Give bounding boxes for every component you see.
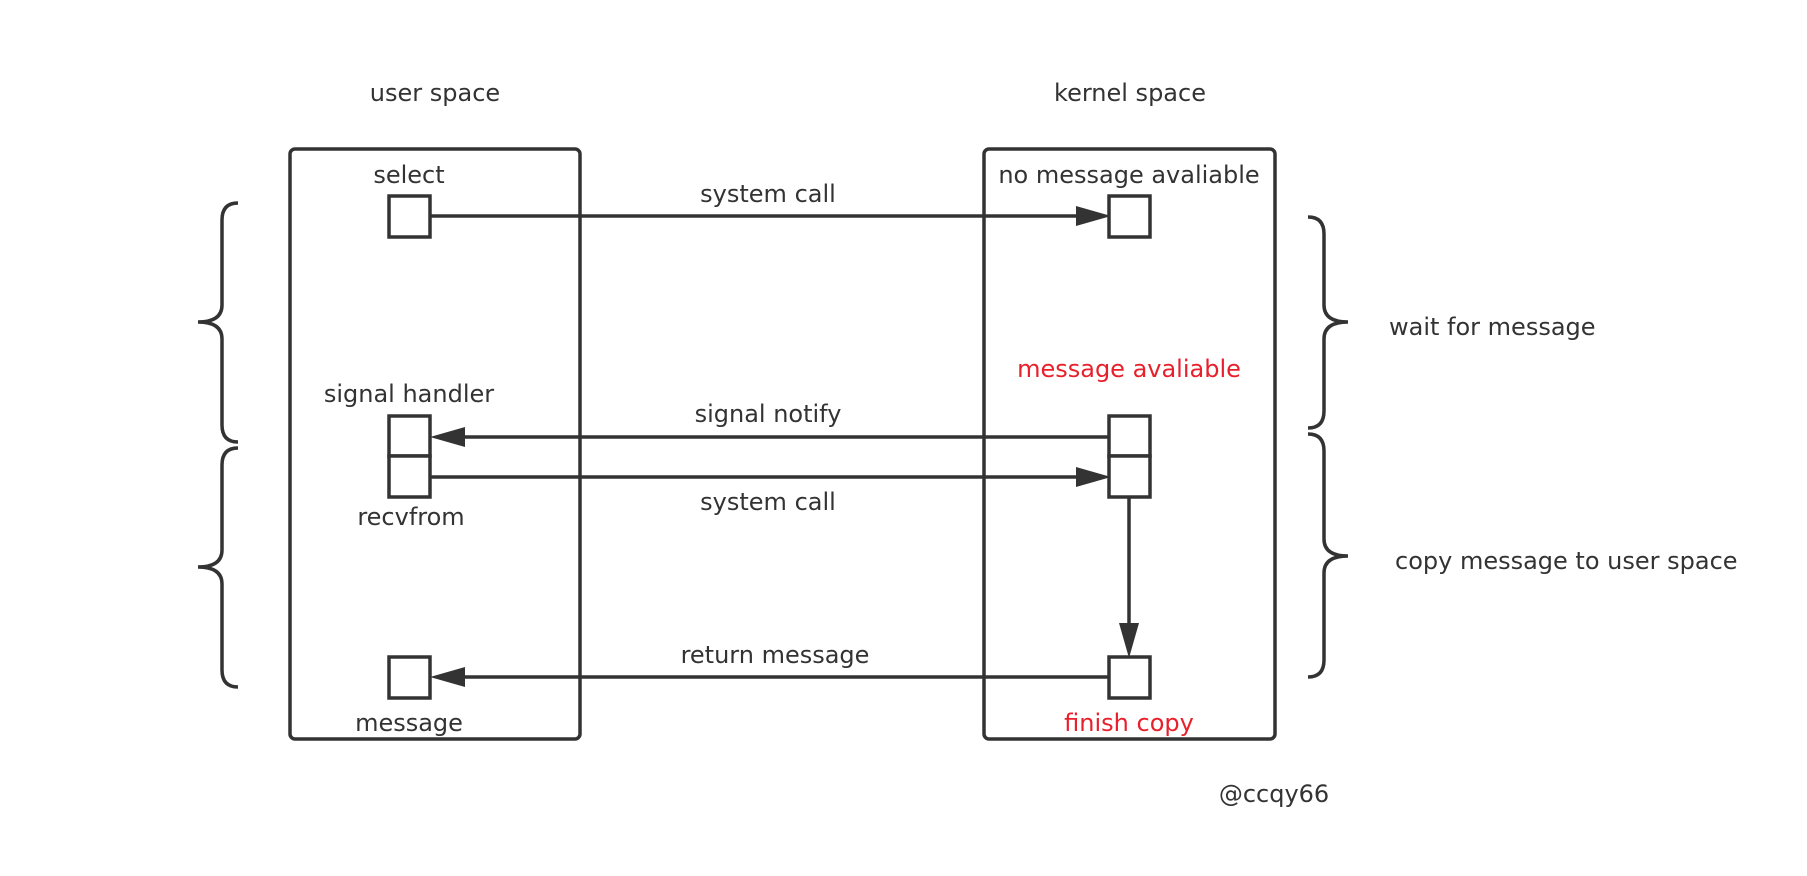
select-label: select [373,161,444,189]
signal-handler-label: signal handler [324,380,494,408]
kernel-space-title: kernel space [1054,79,1206,107]
user-space-frame [288,147,582,741]
finish-copy-label: finish copy [1064,709,1194,737]
signal-notify-label: signal notify [695,400,842,428]
return-message-label: return message [681,641,870,669]
recvfrom-label: recvfrom [357,503,464,531]
recvfrom-box [387,454,432,499]
no-message-box [1107,194,1152,239]
no-message-label: no message avaliable [998,161,1259,189]
finish-copy-box [1107,655,1152,700]
user-space-title: user space [370,79,500,107]
signal-notify-arrowhead [430,427,465,447]
signal-handler-box [387,414,432,458]
system-call-label-1: system call [700,180,836,208]
left-brace-wait [197,201,239,444]
right-brace-copy [1307,432,1349,679]
kernel-space-frame [982,147,1277,741]
copy-phase-label: copy message to user space [1395,547,1738,575]
message-available-box [1107,414,1152,458]
system-call-arrowhead-2 [1076,467,1111,487]
left-brace-copy [197,446,239,689]
copy-start-box [1107,454,1152,499]
return-message-arrowhead [430,667,465,687]
message-available-label: message avaliable [1017,355,1241,383]
right-brace-wait [1307,215,1349,430]
copy-arrowhead [1119,623,1139,658]
system-call-label-2: system call [700,488,836,516]
message-box [387,655,432,700]
system-call-arrowhead-1 [1076,206,1111,226]
message-label: message [355,709,463,737]
wait-phase-label: wait for message [1389,313,1596,341]
select-box [387,194,432,239]
credit-text: @ccqy66 [1219,780,1329,808]
